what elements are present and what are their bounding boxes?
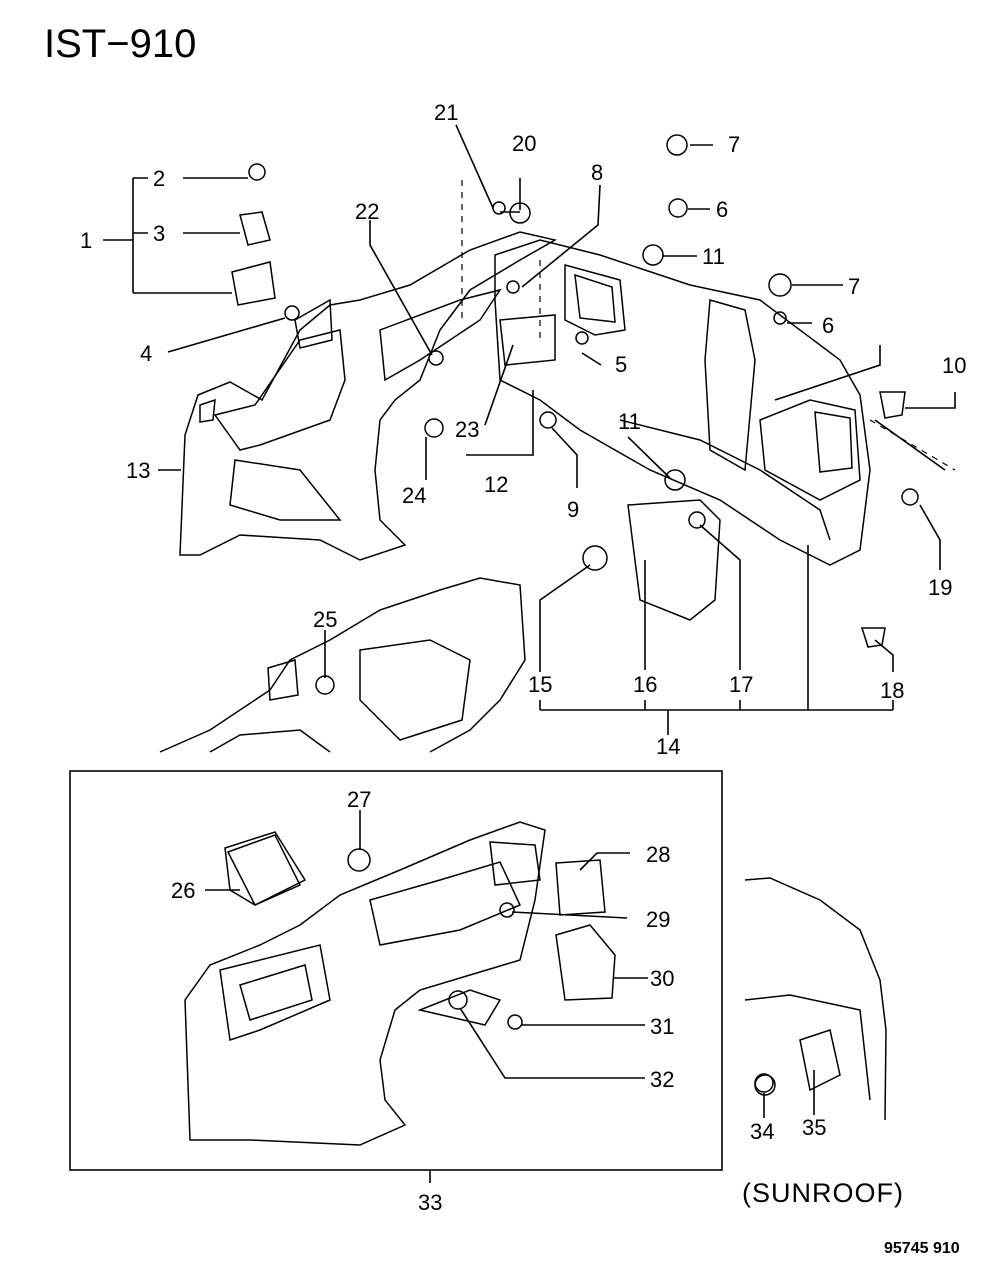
sunroof-panel — [744, 877, 887, 1121]
sunroof-caption: (SUNROOF) — [742, 1178, 904, 1208]
callout-labels: 1 2 3 4 5 6 6 7 7 8 9 10 11 11 12 13 14 … — [80, 100, 966, 1215]
callout-21: 21 — [434, 100, 458, 125]
callout-24: 24 — [402, 483, 426, 508]
quarter-trim-panel-right — [494, 239, 871, 566]
callout-26: 26 — [171, 878, 195, 903]
callout-17: 17 — [729, 672, 753, 697]
variant-box — [69, 770, 723, 1171]
callout-25: 25 — [313, 607, 337, 632]
callout-7b: 7 — [848, 274, 860, 299]
callout-20: 20 — [512, 131, 536, 156]
callout-32: 32 — [650, 1067, 674, 1092]
callout-34: 34 — [750, 1119, 774, 1144]
variant-trim-panel — [184, 821, 546, 1146]
callout-1: 1 — [80, 228, 92, 253]
callout-30: 30 — [650, 966, 674, 991]
lower-trim-panel — [159, 577, 526, 753]
callout-15: 15 — [528, 672, 552, 697]
callout-11b: 11 — [618, 409, 641, 434]
callout-7a: 7 — [728, 132, 740, 157]
callout-5: 5 — [615, 352, 627, 377]
quarter-trim-panel-left — [179, 231, 558, 561]
callout-11a: 11 — [702, 244, 725, 269]
page-title: IST−910 — [44, 22, 197, 66]
callout-12: 12 — [484, 472, 508, 497]
callout-2: 2 — [153, 166, 165, 191]
callout-9: 9 — [567, 497, 579, 522]
callout-6a: 6 — [716, 197, 728, 222]
callout-31: 31 — [650, 1014, 674, 1039]
callout-27: 27 — [347, 787, 371, 812]
callout-6b: 6 — [822, 313, 834, 338]
callout-8: 8 — [591, 160, 603, 185]
callout-10: 10 — [942, 353, 966, 378]
callout-16: 16 — [633, 672, 657, 697]
callout-28: 28 — [646, 842, 670, 867]
callout-35: 35 — [802, 1115, 826, 1140]
callout-13: 13 — [126, 458, 150, 483]
callout-4: 4 — [140, 341, 152, 366]
callout-33: 33 — [418, 1190, 442, 1215]
callout-22: 22 — [355, 199, 379, 224]
callout-19: 19 — [928, 575, 952, 600]
callout-29: 29 — [646, 907, 670, 932]
callout-3: 3 — [153, 221, 165, 246]
callout-23: 23 — [455, 417, 479, 442]
leader-lines — [103, 124, 956, 1183]
document-number: 95745 910 — [884, 1240, 960, 1257]
callout-14: 14 — [656, 734, 680, 759]
callout-18: 18 — [880, 678, 904, 703]
